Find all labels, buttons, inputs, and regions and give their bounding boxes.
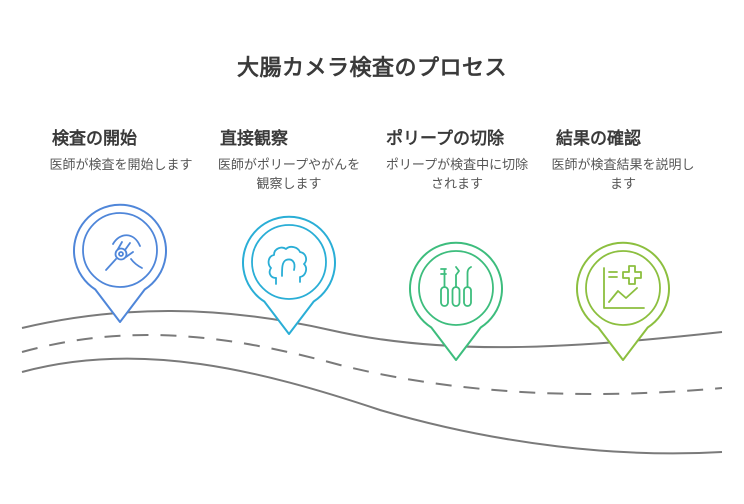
step-2-description: 医師がポリープやがんを観察します <box>217 158 361 192</box>
step-1-heading: 検査の開始 <box>52 129 137 149</box>
road-lower-edge <box>21 357 723 455</box>
step-3-marker <box>409 241 503 361</box>
surgical-tools-icon <box>440 266 472 307</box>
step-4-marker <box>576 241 670 361</box>
medical-chart-icon <box>603 265 645 309</box>
step-1-marker <box>73 203 167 323</box>
step-1-description: 医師が検査を開始します <box>49 158 193 173</box>
step-2-heading: 直接観察 <box>220 129 288 149</box>
step-4-description: 医師が検査結果を説明します <box>551 158 695 192</box>
road-center-dashes <box>21 334 723 396</box>
step-2-marker <box>242 215 336 335</box>
step-3-heading: ポリープの切除 <box>386 129 504 149</box>
page-title: 大腸カメラ検査のプロセス <box>236 56 507 81</box>
step-3-description: ポリープが検査中に切除されます <box>385 158 529 192</box>
endoscope-icon <box>105 234 143 271</box>
intestine-icon <box>267 245 307 285</box>
step-4-heading: 結果の確認 <box>556 129 641 149</box>
